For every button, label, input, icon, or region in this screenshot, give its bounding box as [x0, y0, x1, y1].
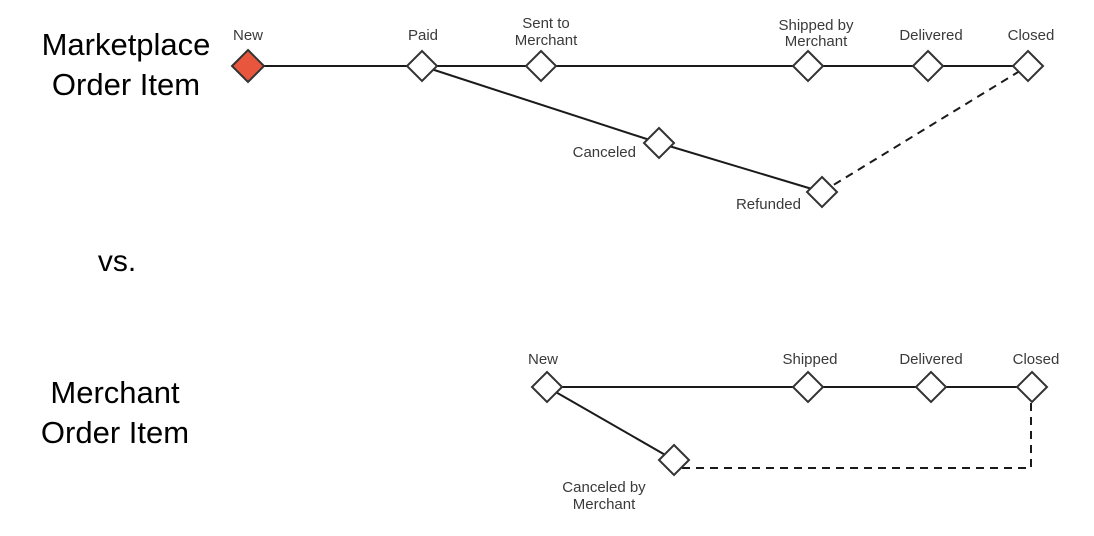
merchant-state-delivered-diamond: [914, 370, 948, 404]
marketplace-state-delivered-diamond: [911, 49, 945, 83]
merchant-state-shipped-label: Shipped: [782, 351, 837, 368]
merchant-state-canceled-by-merchant-diamond: [657, 443, 691, 477]
marketplace-state-canceled-label: Canceled: [573, 144, 636, 161]
marketplace-state-shipped-by-merchant-diamond: [791, 49, 825, 83]
marketplace-state-sent-to-merchant-label-line1: Sent to: [522, 15, 570, 32]
merchant-state-canceled-by-merchant-label-line1: Canceled by: [562, 479, 646, 496]
merchant-state-delivered-label: Delivered: [899, 351, 962, 368]
merchant-diagram: Merchant Order Item New Shipped Delivere…: [41, 351, 1059, 513]
marketplace-state-sent-to-merchant-diamond: [524, 49, 558, 83]
marketplace-cancel-flow-line: [421, 65, 823, 193]
marketplace-diagram: Marketplace Order Item New Paid Sent to …: [42, 15, 1055, 213]
marketplace-state-new-diamond: [230, 48, 266, 84]
merchant-state-closed-label: Closed: [1013, 351, 1060, 368]
merchant-title-line2: Order Item: [41, 415, 189, 450]
marketplace-state-shipped-by-merchant-label-line1: Shipped by: [778, 17, 854, 34]
merchant-state-canceled-by-merchant-label-line2: Merchant: [573, 496, 636, 513]
marketplace-title-line2: Order Item: [52, 67, 200, 102]
marketplace-title-line1: Marketplace: [42, 27, 211, 62]
marketplace-refunded-to-closed-dashed-line: [821, 65, 1029, 193]
marketplace-state-shipped-by-merchant-label-line2: Merchant: [785, 33, 848, 50]
merchant-cancel-flow-line: [546, 386, 675, 461]
vs-separator-text: vs.: [98, 245, 136, 278]
merchant-canceled-to-closed-dashed-line: [682, 402, 1032, 469]
marketplace-state-paid-label: Paid: [408, 27, 438, 44]
marketplace-state-closed-label: Closed: [1008, 27, 1055, 44]
merchant-state-new-label: New: [528, 351, 558, 368]
marketplace-state-closed-diamond: [1011, 49, 1045, 83]
merchant-title-line1: Merchant: [50, 375, 180, 410]
merchant-state-closed-diamond: [1015, 370, 1049, 404]
marketplace-state-canceled-diamond: [642, 126, 676, 160]
merchant-state-shipped-diamond: [791, 370, 825, 404]
marketplace-state-refunded-diamond: [805, 175, 839, 209]
marketplace-state-delivered-label: Delivered: [899, 27, 962, 44]
marketplace-state-new-label: New: [233, 27, 263, 44]
marketplace-state-refunded-label: Refunded: [736, 196, 801, 213]
marketplace-state-sent-to-merchant-label-line2: Merchant: [515, 32, 578, 49]
marketplace-state-paid-diamond: [405, 49, 439, 83]
merchant-state-new-diamond: [530, 370, 564, 404]
